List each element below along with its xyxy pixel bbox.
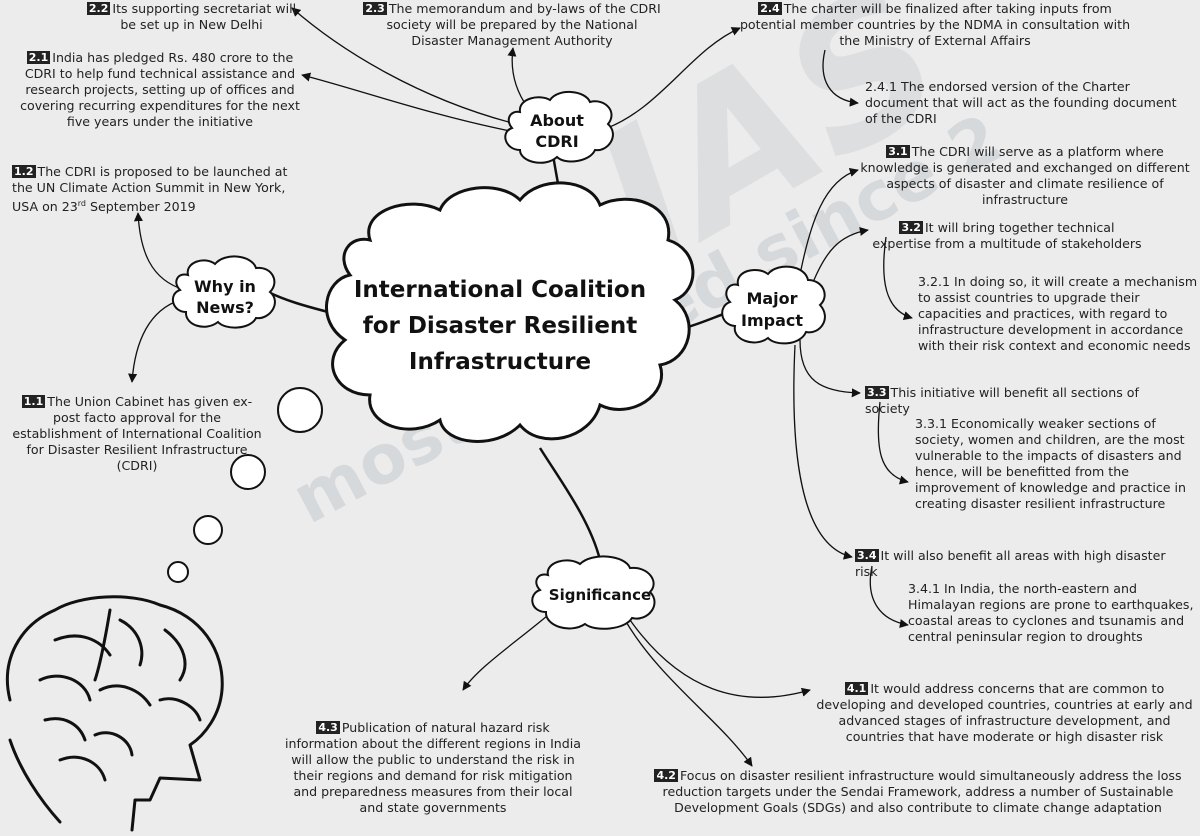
node-3-4-text: It will also benefit all areas with high…	[855, 548, 1166, 579]
brain-icon	[5, 595, 224, 832]
node-1-2-text-a: The CDRI is proposed to be launched at t…	[12, 164, 288, 215]
node-2-3-text: The memorandum and by-laws of the CDRI s…	[386, 1, 661, 48]
hub-significance[interactable]: Significance	[548, 586, 652, 604]
node-3-2-1-text: 3.2.1 In doing so, it will create a mech…	[918, 274, 1198, 353]
badge-2-4: 2.4	[758, 2, 782, 15]
node-3-1-text: The CDRI will serve as a platform where …	[860, 144, 1190, 207]
node-3-3-1-text: 3.3.1 Economically weaker sections of so…	[915, 416, 1187, 511]
node-2-4-1: 2.4.1 The endorsed version of the Charte…	[865, 79, 1185, 127]
node-3-2-1: 3.2.1 In doing so, it will create a mech…	[918, 274, 1200, 354]
badge-2-1: 2.1	[26, 51, 51, 64]
node-1-2-sup: rd	[77, 199, 87, 208]
hub-major-impact[interactable]: Major Impact	[740, 289, 803, 330]
node-2-2-text: Its supporting secretariat will be set u…	[112, 1, 297, 32]
badge-4-1: 4.1	[844, 682, 869, 695]
node-4-3-text: Publication of natural hazard risk infor…	[285, 720, 581, 815]
node-4-1-text: It would address concerns that are commo…	[816, 681, 1193, 744]
central-title: International Coalition for Disaster Res…	[353, 277, 647, 375]
node-2-4-text: The charter will be finalized after taki…	[739, 1, 1131, 48]
node-2-1-text: India has pledged Rs. 480 crore to the C…	[20, 50, 300, 129]
node-3-3-text: This initiative will benefit all section…	[865, 385, 1139, 416]
badge-1-1: 1.1	[21, 395, 46, 408]
hub-about-cdri[interactable]: About CDRI	[530, 111, 584, 151]
hub-why-in-news[interactable]: Why in News?	[194, 277, 256, 317]
about-cloud	[504, 91, 614, 164]
badge-3-4: 3.4	[855, 549, 879, 562]
why-cloud	[171, 255, 276, 329]
node-3-4-1-text: 3.4.1 In India, the north-eastern and Hi…	[908, 581, 1194, 644]
node-2-4-1-text: 2.4.1 The endorsed version of the Charte…	[865, 79, 1177, 126]
badge-3-1: 3.1	[886, 145, 910, 158]
node-3-4-1: 3.4.1 In India, the north-eastern and Hi…	[908, 581, 1198, 645]
node-3-2-text: It will bring together technical experti…	[872, 220, 1142, 251]
badge-4-3: 4.3	[316, 721, 340, 734]
node-4-2-text: Focus on disaster resilient infrastructu…	[662, 768, 1182, 815]
badge-1-2: 1.2	[12, 165, 36, 178]
badge-2-3: 2.3	[363, 2, 387, 15]
impact-cloud	[721, 265, 826, 345]
node-1-2-text-b: September 2019	[86, 199, 196, 215]
node-1-1-text: The Union Cabinet has given ex-post fact…	[12, 394, 262, 473]
badge-4-2: 4.2	[654, 769, 678, 782]
badge-3-3: 3.3	[865, 386, 889, 399]
thought-bubbles	[167, 387, 323, 583]
badge-3-2: 3.2	[899, 221, 923, 234]
node-3-3-1: 3.3.1 Economically weaker sections of so…	[915, 416, 1197, 512]
central-cloud	[325, 181, 695, 443]
badge-2-2: 2.2	[86, 2, 111, 15]
significance-cloud	[531, 555, 656, 630]
